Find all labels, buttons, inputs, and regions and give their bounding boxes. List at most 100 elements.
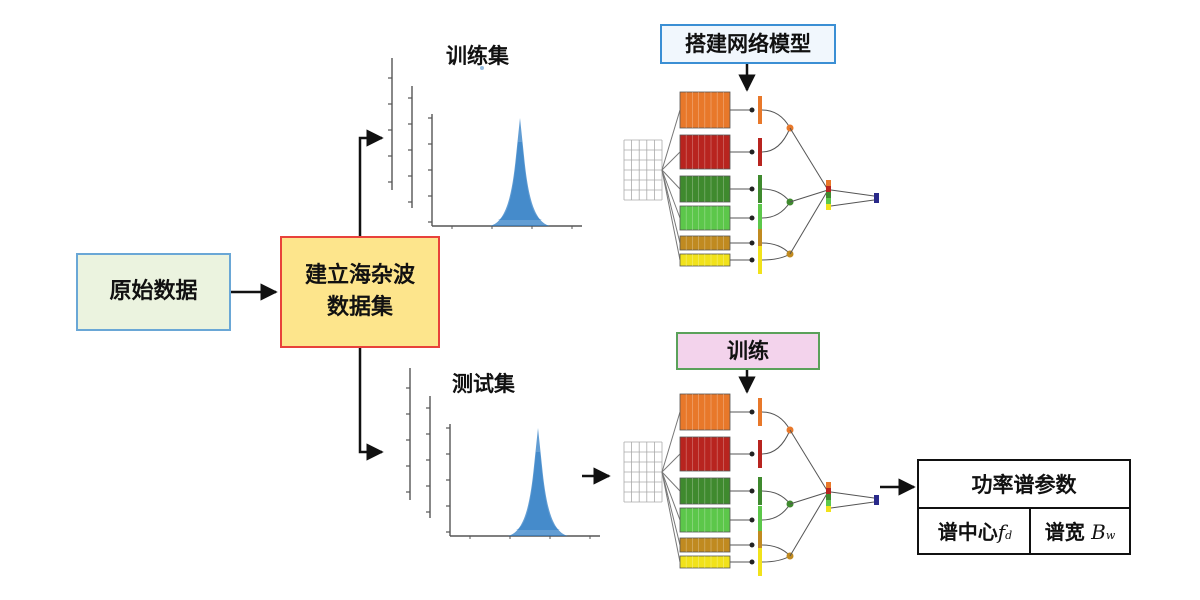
test-set-spectrum-plot [406,368,600,539]
output-title-text: 功率谱参数 [971,471,1077,497]
feature-bar [758,138,762,166]
conn-line [761,555,791,563]
feature-bar [758,398,762,426]
conn-line [661,151,681,171]
neuron [749,409,755,415]
conn-line [661,471,681,492]
output-center-symbol: fd [997,519,1013,544]
network-diagram-training [623,393,879,576]
fusion-block [826,198,831,204]
conn-line [661,471,681,546]
arrow-dataset-to-test [358,348,384,461]
conv-layer [679,507,731,533]
conv-layer [679,91,731,129]
feature-bar [758,246,762,274]
fusion-block [826,500,831,506]
conn-line [661,471,681,563]
conn-line [661,169,681,190]
feature-bar [758,548,762,576]
conn-line [789,491,829,505]
output-width-label: 谱宽 [1044,519,1085,544]
raw-data-label: 原始数据 [109,278,198,305]
conn-line [761,201,791,219]
neuron [749,240,755,246]
conn-line [761,253,791,261]
build-model-box: 搭建网络模型 [660,24,836,64]
neuron [749,517,755,523]
conn-line [761,411,791,431]
feature-bar [758,477,762,505]
conv-layer [679,436,731,472]
conn-line [661,169,681,244]
fusion-block [826,186,831,192]
feature-bar [758,229,762,257]
output-table [917,459,1131,555]
training-label: 训练 [727,337,769,363]
training-box: 训练 [676,332,820,370]
neuron [749,215,755,221]
fusion-block [826,180,831,186]
conv-layer [679,134,731,170]
conn-line [789,127,829,191]
fusion-block [826,204,831,210]
conn-line [661,169,681,219]
neuron [749,257,755,263]
output-center-cell: 谱中心 fd [920,510,1030,554]
conn-line [830,491,875,499]
conn-line [761,188,791,203]
output-center-label: 谱中心 [937,519,998,544]
feature-bar [758,440,762,468]
conn-line [789,429,829,493]
fusion-block [826,482,831,488]
fusion-block [826,192,831,198]
conn-line [761,544,791,557]
build-dataset-line2: 数据集 [326,294,393,320]
conn-line [661,169,681,261]
neuron [749,542,755,548]
feature-bar [758,204,762,232]
fusion-block [826,494,831,500]
conn-line [661,109,681,171]
train-set-label: 训练集 [446,43,509,68]
conn-line [761,429,791,455]
conn-line [661,453,681,473]
output-width-cell: 谱宽 Bw [1032,510,1128,554]
neuron [749,186,755,192]
raw-data-box: 原始数据 [76,253,231,331]
build-dataset-box: 建立海杂波 数据集 [280,236,440,348]
conn-line [761,109,791,129]
conn-line [789,189,829,255]
conn-line [789,491,829,557]
conn-line [761,503,791,521]
conn-line [661,411,681,473]
conn-line [761,242,791,255]
fusion-block [826,488,831,494]
spectrum-outlier [498,376,502,380]
conv-layer [679,175,731,203]
feature-bar [758,175,762,203]
conn-line [761,490,791,505]
arrow-dataset-to-train [358,129,384,236]
neuron [749,559,755,565]
feature-bar [758,531,762,559]
spectrum-outlier [480,66,484,70]
train-set-spectrum-plot [388,58,582,229]
build-model-label: 搭建网络模型 [685,30,811,56]
spectrum-peak-inner [498,142,542,220]
output-node [874,193,879,203]
neuron [749,451,755,457]
output-width-symbol: Bw [1091,519,1116,544]
conn-line [830,199,875,207]
output-title: 功率谱参数 [920,462,1128,508]
fusion-block [826,506,831,512]
neuron [749,149,755,155]
conn-line [789,189,829,203]
spectrum-peak-inner [516,452,560,530]
neuron [749,107,755,113]
connectors [231,64,916,496]
feature-bar [758,96,762,124]
feature-bar [758,506,762,534]
output-node [874,495,879,505]
